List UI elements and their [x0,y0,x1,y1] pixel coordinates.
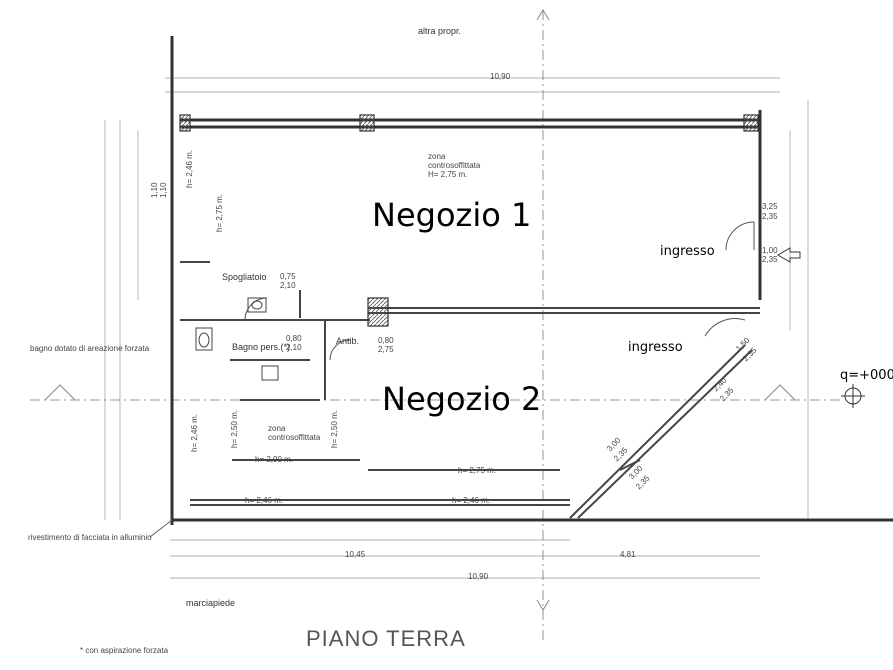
elevation-marker-icon [841,384,865,408]
room-negozio-2: Negozio 2 [382,380,542,418]
note-bagno-dotato: bagno dotato di areazione forzata [30,344,150,353]
outer-walls [170,36,893,525]
label-marciapiede: marciapiede [186,598,236,608]
spogliatoio-dim-2: 2,10 [280,281,296,290]
zona-cs-top-3: H= 2,75 m. [428,170,468,179]
label-bagno-pers: Bagno pers.(*) [232,342,291,352]
zona-cs-top-2: controsoffittata [428,161,481,170]
height-250b: h= 2,50 m. [330,409,339,448]
zona-cs-bottom-2: controsoffittata [268,433,321,442]
dim-bottom-1: 10,45 [345,550,366,559]
axis-lines [30,10,840,640]
height-246a: h= 2,46 m. [245,496,284,505]
interior-walls [180,261,760,506]
height-275a: h= 2,75 m. [215,193,224,232]
diagonal-facade [569,344,753,519]
antib-dim-1: 0,80 [378,336,394,345]
dim-325: 3,25 [762,202,778,211]
entrance-arrow-icon [777,247,801,263]
label-quota: q=+000 [840,368,893,383]
note-aspirazione: * con aspirazione forzata [80,646,169,655]
dimension-lines [104,77,809,579]
height-246d: h= 2,46 m. [190,413,199,452]
label-ingresso-2: ingresso [628,340,683,355]
bagno-dim-2: 2,10 [286,343,302,352]
dim-100: 1,00 [762,246,778,255]
note-rivestimento: rivestimento di facciata in alluminio [28,533,152,542]
leader-line [149,519,173,538]
dim-top-total: 10,90 [490,72,511,81]
label-spogliatoio: Spogliatoio [222,272,267,282]
height-290a: h= 2,90 m. [255,455,294,464]
dim-bottom-2: 10,90 [468,572,489,581]
zona-cs-top-1: zona [428,152,446,161]
height-246c: h= 2,46 m. [185,149,194,188]
fixtures [195,297,279,381]
dim-235a: 2,35 [762,212,778,221]
antib-dim-2: 2,75 [378,345,394,354]
room-negozio-1: Negozio 1 [372,196,532,234]
bagno-dim-1: 0,80 [286,334,302,343]
label-ingresso-1: ingresso [660,244,715,259]
dim-110b: 1,10 [159,182,168,198]
height-246b: h= 2,46 m. [452,496,491,505]
label-antib: Antib. [336,336,360,346]
label-altra-propr: altra propr. [418,26,462,36]
dim-110a: 1,10 [150,182,159,198]
zona-cs-bottom-1: zona [268,424,286,433]
drawing-title: PIANO TERRA [306,626,466,651]
pillars [179,114,759,327]
dim-235b: 2,35 [762,255,778,264]
spogliatoio-dim-1: 0,75 [280,272,296,281]
section-markers [44,9,796,611]
height-275b: h= 2,75 m. [458,466,497,475]
height-250a: h= 2,50 m. [230,409,239,448]
dim-bottom-3: 4,81 [620,550,636,559]
